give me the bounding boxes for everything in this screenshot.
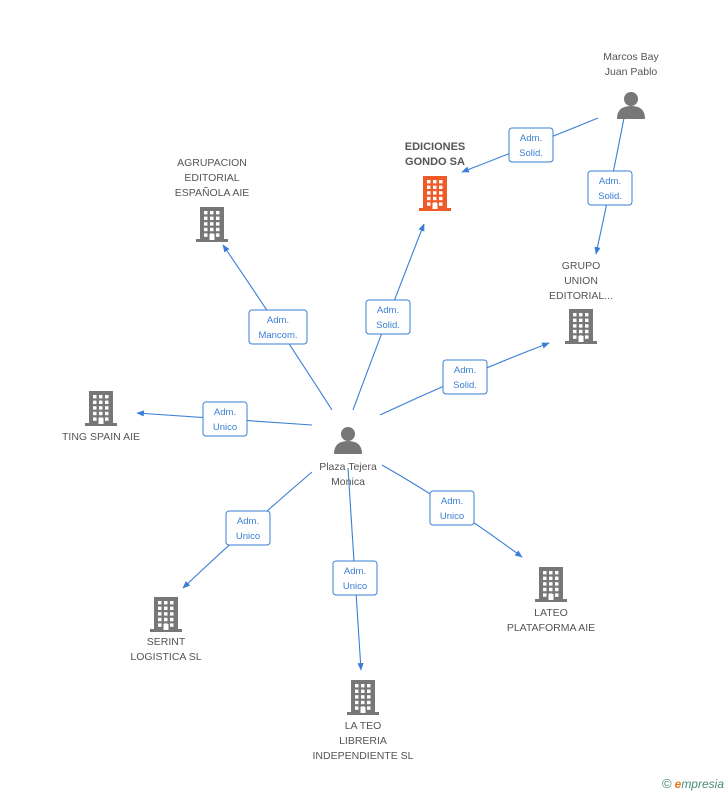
building-icon	[565, 309, 597, 344]
edge-role-badge-box	[429, 490, 475, 526]
edge-role-badge[interactable]: Adm. Solid.	[587, 170, 633, 206]
node-serint[interactable]: SERINT LOGISTICA SL	[130, 597, 202, 663]
building-icon	[196, 207, 228, 242]
edge-marcos-to-ediciones: Adm. Solid.	[461, 117, 599, 173]
node-label: SERINT	[147, 636, 186, 648]
edge-role-badge-box	[365, 299, 411, 335]
edge-role-badge-box	[202, 401, 248, 437]
edge-role-text: Solid.	[519, 148, 543, 159]
edge-role-badge-box	[587, 170, 633, 206]
edge-role-text: Adm.	[377, 305, 399, 316]
node-ediciones[interactable]: EDICIONES GONDO SA	[405, 141, 466, 211]
person-icon	[617, 92, 645, 119]
node-label: AGRUPACION	[177, 157, 247, 169]
node-label: Marcos Bay	[603, 51, 659, 63]
person-icon	[334, 427, 362, 454]
building-icon	[419, 176, 451, 211]
edge-role-badge[interactable]: Adm. Unico	[429, 490, 475, 526]
node-label: Monica	[331, 476, 365, 488]
edge-role-badge-box	[332, 560, 378, 596]
edge-plaza-to-agrupacion: Adm. Mancom.	[222, 244, 333, 411]
edge-role-text: Adm.	[214, 407, 236, 418]
node-label: LIBRERIA	[339, 735, 387, 747]
edge-role-text: Unico	[440, 511, 464, 522]
node-label: INDEPENDIENTE SL	[313, 750, 414, 762]
edge-role-text: Adm.	[441, 496, 463, 507]
edge-role-text: Adm.	[237, 516, 259, 527]
edge-role-text: Unico	[236, 531, 260, 542]
edge-role-text: Adm.	[267, 315, 289, 326]
node-label: EDITORIAL	[184, 172, 239, 184]
node-label: UNION	[564, 275, 598, 287]
edge-role-text: Adm.	[520, 133, 542, 144]
node-label: LA TEO	[345, 720, 382, 732]
node-label: Juan Pablo	[605, 66, 658, 78]
building-icon	[347, 680, 379, 715]
edge-role-badge[interactable]: Adm. Solid.	[508, 127, 554, 163]
edge-plaza-to-lateo_libreria: Adm. Unico	[332, 467, 378, 671]
edge-role-text: Adm.	[599, 176, 621, 187]
edge-role-text: Mancom.	[258, 330, 297, 341]
node-lateo[interactable]: LATEO PLATAFORMA AIE	[507, 567, 595, 634]
edge-role-badge[interactable]: Adm. Mancom.	[248, 309, 308, 345]
brand-first-letter: e	[674, 777, 682, 791]
building-icon	[535, 567, 567, 602]
node-label: Plaza Tejera	[319, 461, 377, 473]
edge-plaza-to-grupo: Adm. Solid.	[379, 342, 550, 416]
edges-layer: Adm. Solid. Adm. Solid. Adm. Mancom. Adm. Solid…	[136, 117, 633, 671]
edge-role-text: Solid.	[453, 380, 477, 391]
edge-plaza-to-lateo: Adm. Unico	[381, 464, 523, 558]
building-icon	[85, 391, 117, 426]
node-label: GONDO SA	[405, 156, 465, 168]
edge-role-badge-box	[225, 510, 271, 546]
edge-role-text: Unico	[343, 581, 367, 592]
edge-role-badge[interactable]: Adm. Unico	[202, 401, 248, 437]
edge-role-text: Solid.	[598, 191, 622, 202]
node-label: PLATAFORMA AIE	[507, 622, 595, 634]
edge-role-badge[interactable]: Adm. Unico	[225, 510, 271, 546]
edge-role-badge-box	[442, 359, 488, 395]
edge-role-text: Adm.	[454, 365, 476, 376]
node-label: TING SPAIN AIE	[62, 431, 140, 443]
copyright-symbol: ©	[662, 776, 672, 791]
edge-role-badge-box	[248, 309, 308, 345]
edge-plaza-to-serint: Adm. Unico	[182, 471, 313, 589]
node-label: EDICIONES	[405, 141, 466, 153]
edge-role-badge[interactable]: Adm. Solid.	[365, 299, 411, 335]
edge-role-badge-box	[508, 127, 554, 163]
empresia-brand[interactable]: ©empresia	[662, 776, 724, 791]
edge-plaza-to-ediciones: Adm. Solid.	[352, 223, 425, 411]
node-label: ESPAÑOLA AIE	[175, 186, 250, 199]
edge-role-text: Adm.	[344, 566, 366, 577]
edge-role-text: Solid.	[376, 320, 400, 331]
node-agrupacion[interactable]: AGRUPACION EDITORIAL ESPAÑOLA AIE	[175, 157, 250, 242]
node-grupo[interactable]: GRUPO UNION EDITORIAL...	[549, 260, 613, 344]
edge-plaza-to-ting: Adm. Unico	[136, 401, 313, 437]
edge-role-badge[interactable]: Adm. Solid.	[442, 359, 488, 395]
edge-role-text: Unico	[213, 422, 237, 433]
node-label: LATEO	[534, 607, 568, 619]
edge-role-badge[interactable]: Adm. Unico	[332, 560, 378, 596]
node-label: GRUPO	[562, 260, 601, 272]
node-lateo-libreria[interactable]: LA TEO LIBRERIA INDEPENDIENTE SL	[313, 680, 414, 762]
node-ting[interactable]: TING SPAIN AIE	[62, 391, 140, 443]
edge-marcos-to-grupo: Adm. Solid.	[587, 117, 633, 255]
brand-name: mpresia	[681, 777, 724, 791]
node-label: EDITORIAL...	[549, 290, 613, 302]
node-label: LOGISTICA SL	[130, 651, 201, 663]
building-icon	[150, 597, 182, 632]
